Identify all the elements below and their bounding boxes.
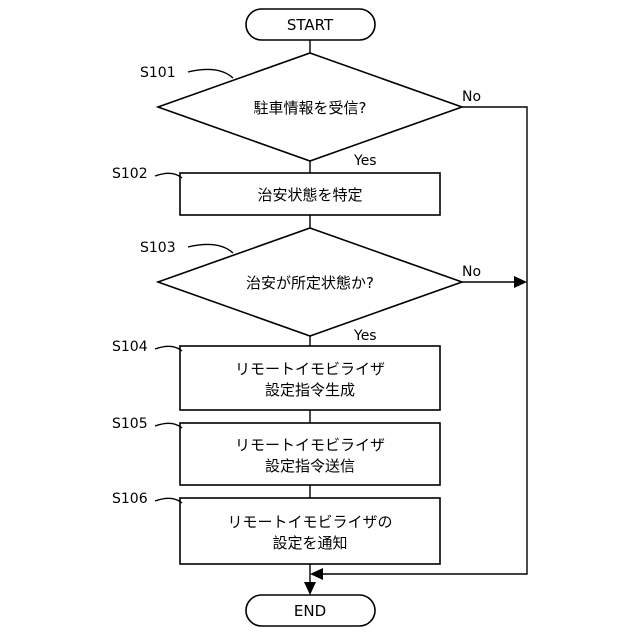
process-s105: リモートイモビライザ 設定指令送信 (180, 423, 440, 485)
process-s102: 治安状態を特定 (180, 173, 440, 215)
start-terminal: START (246, 9, 375, 40)
step-id-s103: S103 (140, 240, 176, 256)
leader-s104 (155, 346, 182, 351)
leader-s102 (155, 173, 182, 178)
end-label: END (294, 602, 326, 620)
decision-s101-text: 駐車情報を受信? (254, 99, 367, 117)
arrowhead-merge (310, 568, 323, 580)
no-label-s103: No (462, 264, 481, 280)
decision-s103-text: 治安が所定状態か? (246, 274, 374, 292)
process-s104: リモートイモビライザ 設定指令生成 (180, 346, 440, 410)
step-id-s105: S105 (112, 416, 148, 432)
step-id-s101: S101 (140, 65, 176, 81)
process-s104-text-line1: リモートイモビライザ (235, 360, 385, 378)
start-label: START (287, 16, 334, 34)
step-id-s106: S106 (112, 491, 148, 507)
process-s105-text-line2: 設定指令送信 (265, 457, 355, 475)
step-id-s102: S102 (112, 166, 148, 182)
leader-s105 (155, 423, 182, 428)
yes-label-s101: Yes (353, 153, 377, 169)
leader-s101 (188, 70, 233, 78)
process-s106-text-line1: リモートイモビライザの (227, 513, 392, 531)
process-s105-text-line1: リモートイモビライザ (235, 436, 385, 454)
step-id-s104: S104 (112, 339, 148, 355)
process-s104-text-line2: 設定指令生成 (265, 381, 355, 399)
process-s102-text: 治安状態を特定 (257, 186, 362, 204)
yes-label-s103: Yes (353, 328, 377, 344)
leader-s106 (155, 498, 182, 503)
process-s106: リモートイモビライザの 設定を通知 (180, 498, 440, 564)
leader-s103 (188, 245, 233, 253)
arrowhead-s103-no (514, 276, 527, 288)
no-label-s101: No (462, 89, 481, 105)
end-terminal: END (246, 595, 375, 626)
arrowhead-end (304, 582, 316, 595)
process-s106-text-line2: 設定を通知 (272, 534, 347, 552)
